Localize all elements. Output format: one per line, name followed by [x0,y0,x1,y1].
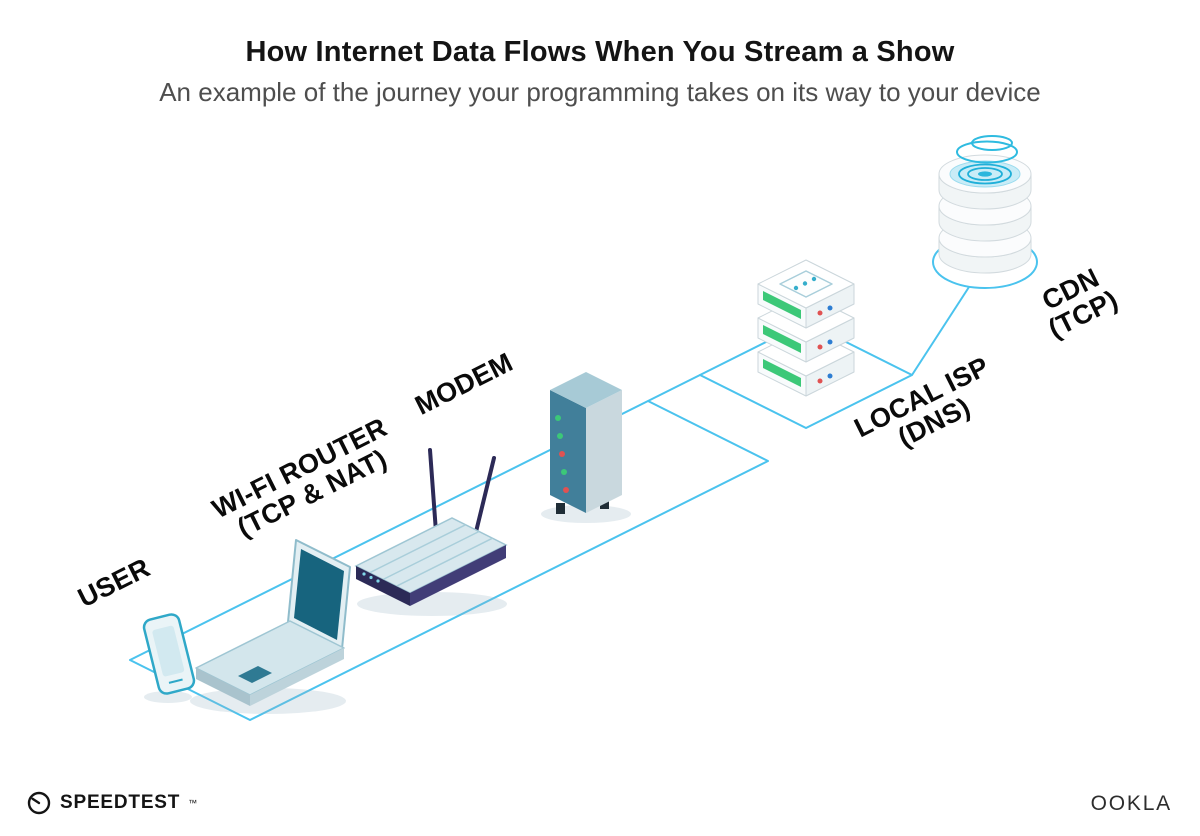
modem-icon [550,372,622,514]
speedtest-wordmark: SPEEDTEST [60,792,181,813]
server-stack-icon [757,259,855,397]
phone-icon [142,613,196,695]
user-platform-outline [129,400,769,721]
page-header: How Internet Data Flows When You Stream … [0,36,1200,108]
speedtest-gauge-icon [27,791,51,815]
database-cylinder-icon [938,135,1032,274]
page-subtitle: An example of the journey your programmi… [159,77,1041,107]
laptop-icon [195,539,351,706]
ookla-logo: OOKLA [1090,792,1172,815]
speedtest-logo: SPEEDTEST ™ [26,790,197,816]
speedtest-trademark: ™ [188,798,198,808]
wifi-router-icon [354,448,508,606]
connector-modem-to-isp [647,374,701,402]
connector-isp-to-cdn [911,286,970,376]
page-title: How Internet Data Flows When You Stream … [245,36,955,68]
